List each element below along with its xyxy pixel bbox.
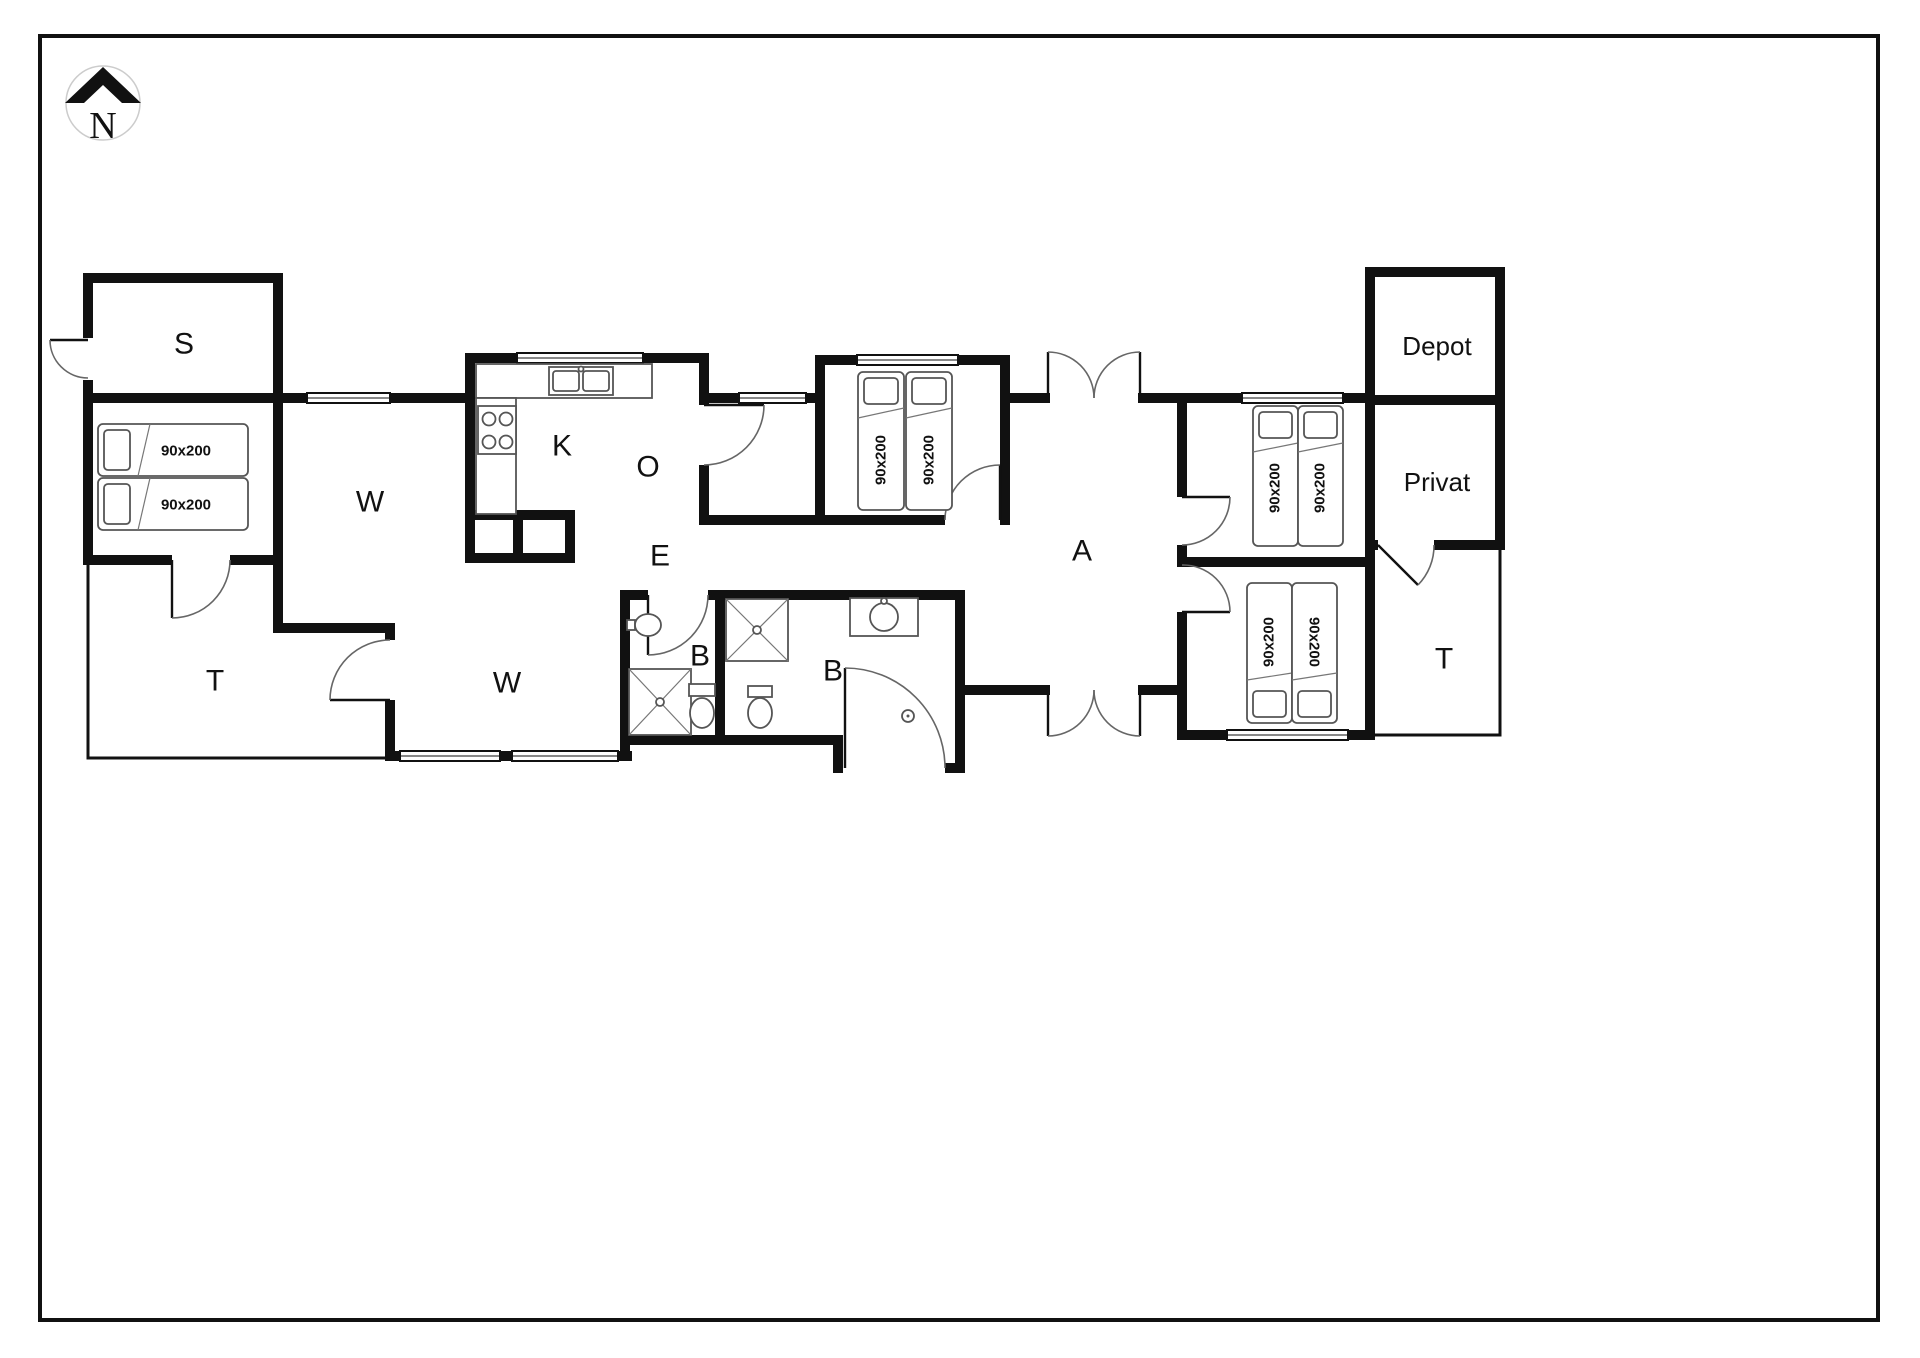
room-label-o: O bbox=[636, 451, 659, 484]
room-label-terrace-left: T bbox=[206, 665, 224, 698]
north-label: N bbox=[89, 105, 116, 147]
terrace-outlines bbox=[86, 550, 1502, 760]
room-label-s: S bbox=[174, 328, 194, 361]
double-door-south-right bbox=[1093, 689, 1142, 737]
bath2-door bbox=[843, 667, 946, 769]
toilet-icon bbox=[747, 685, 773, 729]
shower-icon bbox=[628, 668, 692, 736]
bed: 90x200 bbox=[1252, 405, 1299, 547]
door bbox=[703, 403, 765, 466]
bed: 90x200 bbox=[857, 371, 905, 511]
room-label-entry: E bbox=[650, 540, 670, 573]
floor-drain-icon bbox=[901, 709, 915, 723]
bed: 90x200 bbox=[1291, 582, 1338, 724]
bed: 90x200 bbox=[1246, 582, 1293, 724]
bed: 90x200 bbox=[97, 423, 249, 477]
toilet-icon bbox=[688, 683, 716, 729]
walls-bath-block bbox=[620, 590, 965, 773]
door bbox=[170, 559, 231, 619]
double-door-south-left bbox=[1046, 689, 1095, 737]
terrace-door-right bbox=[1377, 544, 1435, 586]
room-label-w-upper: W bbox=[356, 486, 385, 519]
bed-size-label: 90x200 bbox=[873, 435, 890, 485]
windows bbox=[306, 352, 1349, 762]
door bbox=[1181, 564, 1231, 614]
window bbox=[1241, 392, 1344, 404]
bed-size-label: 90x200 bbox=[161, 497, 211, 514]
stove-icon bbox=[477, 405, 517, 455]
kitchen-fixtures bbox=[475, 363, 653, 515]
bed: 90x200 bbox=[1297, 405, 1344, 547]
room-label-depot: Depot bbox=[1402, 331, 1472, 361]
walls-thick bbox=[83, 267, 1505, 773]
room-label-bath1: B bbox=[690, 640, 710, 673]
window bbox=[306, 392, 391, 404]
entry-door bbox=[49, 338, 89, 379]
door bbox=[1181, 495, 1231, 546]
bed: 90x200 bbox=[905, 371, 953, 511]
bath1-fixtures bbox=[626, 613, 716, 736]
bed-size-label: 90x200 bbox=[1306, 617, 1323, 667]
sink-icon bbox=[849, 597, 919, 637]
room-label-kitchen: K bbox=[552, 430, 572, 463]
terrace-left-outline bbox=[86, 565, 390, 760]
sink-icon bbox=[626, 613, 662, 637]
room-label-bath2: B bbox=[823, 655, 843, 688]
walls-right-block bbox=[1177, 267, 1505, 740]
double-door-north-left bbox=[1046, 351, 1095, 399]
terrace-right-outline bbox=[1375, 550, 1502, 737]
shower-icon bbox=[725, 598, 789, 662]
room-label-a: A bbox=[1072, 535, 1092, 568]
walls-center-block bbox=[699, 355, 1187, 740]
walls-left-block bbox=[83, 273, 632, 761]
bath2-fixtures bbox=[725, 597, 919, 729]
window bbox=[856, 354, 959, 366]
bed: 90x200 bbox=[97, 477, 249, 531]
window bbox=[511, 750, 619, 762]
bed-size-label: 90x200 bbox=[161, 443, 211, 460]
terrace-door-left bbox=[329, 639, 391, 702]
room-label-w-lower: W bbox=[493, 667, 522, 700]
room-label-privat: Privat bbox=[1404, 467, 1471, 497]
window bbox=[1226, 729, 1349, 741]
room-label-terrace-right: T bbox=[1435, 643, 1453, 676]
beds: 90x200 90x200 90x200 90x200 90x200 bbox=[97, 371, 1344, 724]
doors bbox=[49, 338, 1435, 769]
bed-size-label: 90x200 bbox=[921, 435, 938, 485]
window bbox=[738, 392, 807, 404]
north-compass: N bbox=[65, 65, 141, 147]
bed-size-label: 90x200 bbox=[1312, 463, 1329, 513]
bed-size-label: 90x200 bbox=[1267, 463, 1284, 513]
bed-size-label: 90x200 bbox=[1261, 617, 1278, 667]
double-door-north-right bbox=[1093, 351, 1142, 399]
window bbox=[399, 750, 501, 762]
sink-icon bbox=[548, 365, 614, 396]
north-arrow-icon bbox=[65, 67, 141, 103]
window bbox=[516, 352, 644, 364]
room-labels: S W K O E B B A T W Depot Privat T bbox=[174, 328, 1472, 700]
